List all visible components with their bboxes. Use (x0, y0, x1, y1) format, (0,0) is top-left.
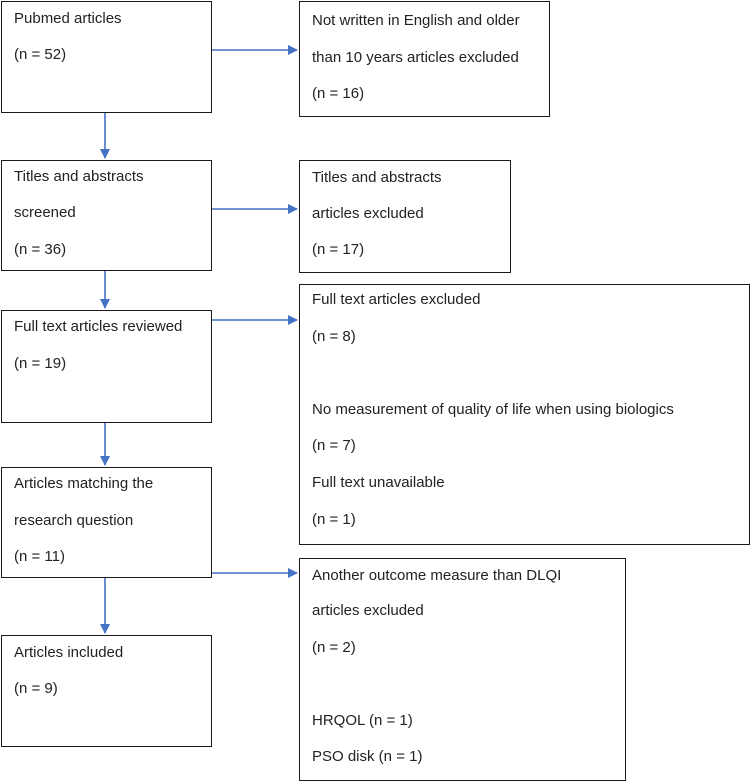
matching-line2: research question (14, 512, 134, 529)
reviewed-title: Full text articles reviewed (14, 318, 183, 335)
pubmed-count: (n = 52) (14, 46, 67, 63)
screened-line1: Titles and abstracts (14, 168, 144, 185)
outcome-excluded-line1: Another outcome measure than DLQI (312, 567, 562, 584)
screened-line2: screened (14, 204, 76, 221)
fulltext-reason-unavailable: Full text unavailable (312, 474, 445, 491)
abstracts-excluded-line1: Titles and abstracts (312, 169, 442, 186)
included-title: Articles included (14, 644, 124, 661)
fulltext-excluded-title: Full text articles excluded (312, 291, 481, 308)
language-excluded-line1: Not written in English and older (312, 12, 520, 29)
screened-count: (n = 36) (14, 241, 67, 258)
language-excluded-line2: than 10 years articles excluded (312, 49, 519, 66)
outcome-reason-hrqol: HRQOL (n = 1) (312, 712, 413, 729)
included-count: (n = 9) (14, 680, 58, 697)
outcome-reason-pso-disk: PSO disk (n = 1) (312, 748, 423, 765)
fulltext-excluded-box: Full text articles excluded (n = 8) No m… (299, 284, 750, 545)
abstracts-excluded-count: (n = 17) (312, 241, 365, 258)
matching-line1: Articles matching the (14, 475, 154, 492)
pubmed-title: Pubmed articles (14, 10, 122, 27)
outcome-excluded-box: Another outcome measure than DLQI articl… (299, 558, 626, 781)
fulltext-reason-no-qol: No measurement of quality of life when u… (312, 401, 674, 418)
matching-count: (n = 11) (14, 548, 65, 565)
fulltext-excluded-count: (n = 8) (312, 328, 356, 345)
screened-box: Titles and abstracts screened (n = 36) (1, 160, 212, 271)
fulltext-reason-unavailable-count: (n = 1) (312, 511, 356, 528)
language-excluded-box: Not written in English and older than 10… (299, 1, 550, 117)
abstracts-excluded-line2: articles excluded (312, 205, 424, 222)
language-excluded-count: (n = 16) (312, 85, 365, 102)
reviewed-count: (n = 19) (14, 355, 67, 372)
outcome-excluded-line2: articles excluded (312, 602, 424, 619)
pubmed-articles-box: Pubmed articles (n = 52) (1, 1, 212, 113)
outcome-excluded-count: (n = 2) (312, 639, 356, 656)
abstracts-excluded-box: Titles and abstracts articles excluded (… (299, 160, 511, 273)
included-box: Articles included (n = 9) (1, 635, 212, 747)
reviewed-box: Full text articles reviewed (n = 19) (1, 310, 212, 423)
matching-box: Articles matching the research question … (1, 467, 212, 578)
fulltext-reason-no-qol-count: (n = 7) (312, 437, 356, 454)
